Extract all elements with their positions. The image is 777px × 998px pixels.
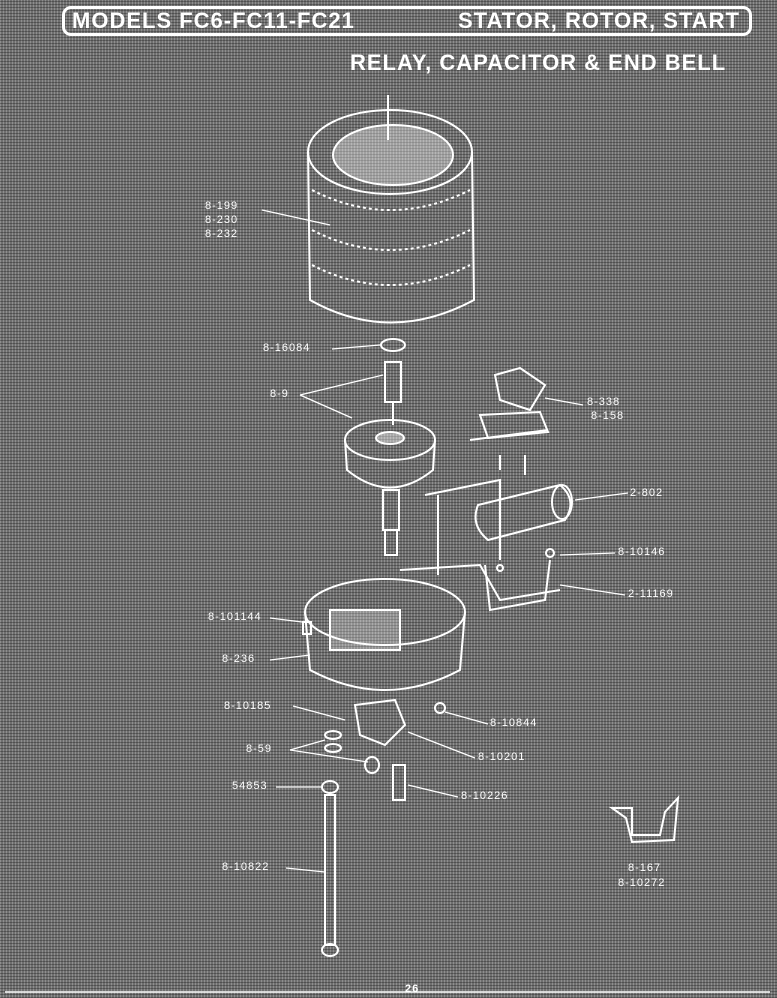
label-stator-2: 8-230 [205,214,239,226]
end-bell-illustration [302,578,466,691]
header-frame [62,6,752,36]
section-title-line1: STATOR, ROTOR, START [458,8,740,33]
label-relay-1: 8-338 [587,396,621,408]
label-stator-1: 8-199 [205,200,239,212]
label-long-bolt: 8-10822 [222,861,270,873]
label-end-bell: 8-236 [222,653,256,665]
rotor-illustration [344,419,436,556]
label-clip-2: 8-10272 [618,877,666,889]
label-screw-relay: 8-10146 [618,546,666,558]
label-lock-washers: 8-59 [246,743,273,755]
label-bracket: 2-11169 [628,588,674,600]
label-relay-2: 8-158 [591,410,625,422]
section-title-line2: RELAY, CAPACITOR & END BELL [350,50,727,75]
capacitor-illustration [474,483,573,542]
label-capacitor: 2-802 [630,487,664,499]
label-nut-right: 8-10844 [490,717,538,729]
label-clip-1: 8-167 [628,862,662,874]
label-shaft-key: 8-9 [270,388,289,400]
label-thrust: 54853 [232,780,268,792]
label-washer-top: 8-16084 [263,342,311,354]
bracket-illustration [399,455,561,612]
relay-illustration [469,366,550,441]
stator-illustration [307,95,476,324]
label-bearing-screw: 8-10185 [224,700,272,712]
bottom-hardware-illustration [321,698,680,957]
label-stator-3: 8-232 [205,228,239,240]
label-bolt-mid: 8-10201 [478,751,526,763]
models-title: MODELS FC6-FC11-FC21 [72,8,355,33]
leader-lines [261,209,629,873]
label-endbell-screw: 8-101144 [208,611,262,623]
washer-shaft-illustration [380,338,406,425]
page-number: 26 [405,983,420,995]
label-bolt-short: 8-10226 [461,790,509,802]
